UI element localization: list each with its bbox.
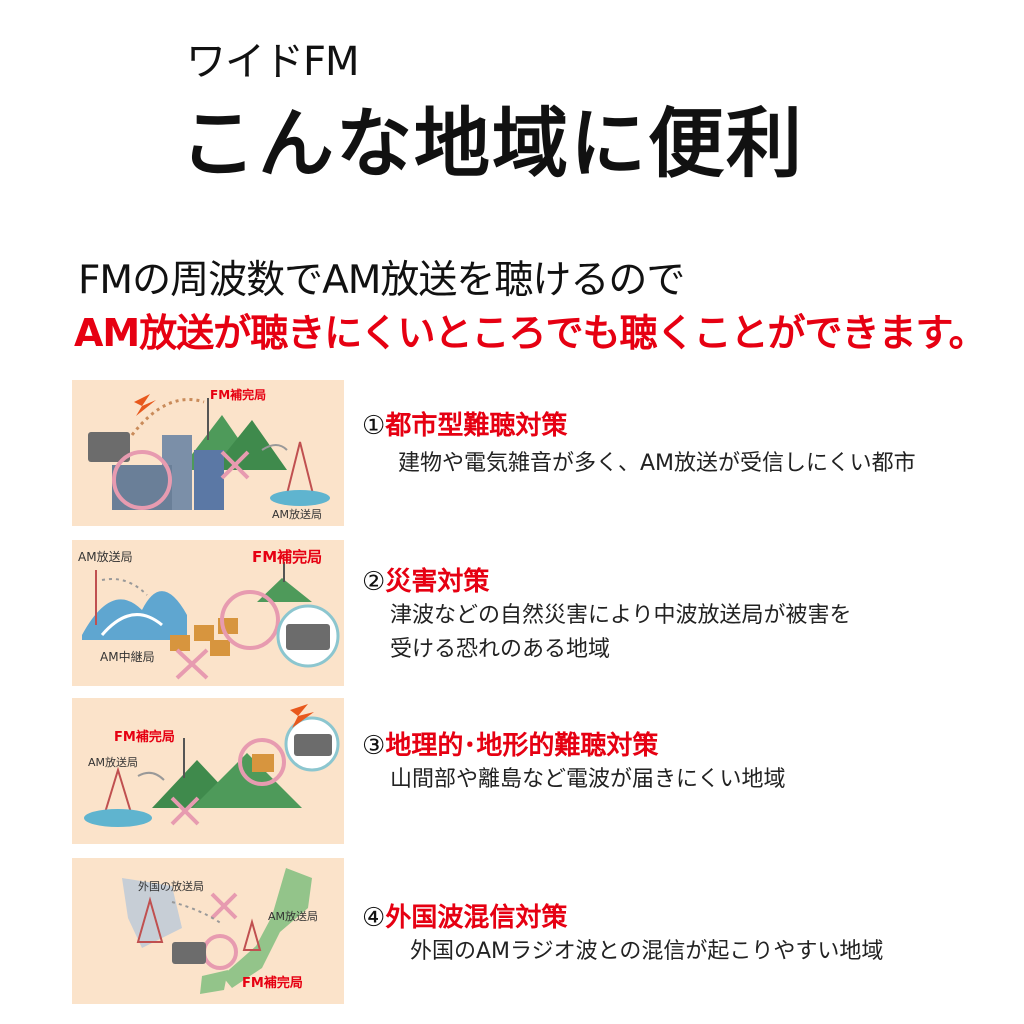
label-am: AM放送局	[268, 910, 319, 923]
urban-illustration: FM補完局 AM放送局	[72, 380, 344, 526]
geographic-illustration: FM補完局 AM放送局	[72, 698, 344, 844]
item-title: 都市型難聴対策	[385, 411, 568, 441]
item-heading: ④外国波混信対策	[362, 902, 567, 934]
item-desc-line-2: 受ける恐れのある地域	[390, 637, 611, 662]
lead-line-1: FMの周波数でAM放送を聴けるので	[78, 258, 685, 303]
item-number: ③	[362, 731, 386, 761]
label-fm: FM補完局	[210, 388, 267, 402]
item-heading: ②災害対策	[362, 566, 489, 598]
disaster-illustration: AM放送局 FM補完局 AM中継局	[72, 540, 344, 686]
lead-line-2: AM放送が聴きにくいところでも聴くことができます。	[74, 311, 987, 355]
page-subtitle: ワイドFM	[186, 39, 360, 85]
item-title: 外国波混信対策	[385, 903, 568, 933]
item-title: 災害対策	[385, 567, 490, 597]
item-desc-line-1: 津波などの自然災害により中波放送局が被害を	[390, 603, 852, 628]
label-am-relay: AM中継局	[100, 650, 155, 664]
label-am: AM放送局	[88, 756, 139, 769]
item-number: ①	[362, 411, 386, 441]
item-number: ④	[362, 903, 386, 933]
item-foreign: 外国の放送局 AM放送局 FM補完局 ④外国波混信対策 外国のAMラジオ波との混…	[72, 858, 972, 1004]
label-foreign: 外国の放送局	[138, 880, 204, 893]
item-heading: ③地理的･地形的難聴対策	[362, 730, 658, 762]
item-geographic: FM補完局 AM放送局 ③地理的･地形的難聴対策 山間部や離島など電波が届きにく…	[72, 698, 972, 844]
foreign-illustration: 外国の放送局 AM放送局 FM補完局	[72, 858, 344, 1004]
label-fm: FM補完局	[242, 976, 303, 991]
item-number: ②	[362, 567, 386, 597]
item-heading: ①都市型難聴対策	[362, 410, 567, 442]
label-fm: FM補完局	[252, 548, 323, 566]
label-am: AM放送局	[78, 550, 133, 564]
item-disaster: AM放送局 FM補完局 AM中継局 ②災害対策 津波などの自然災害により中波放送…	[72, 540, 972, 686]
label-fm: FM補完局	[114, 730, 175, 745]
item-urban: FM補完局 AM放送局 ①都市型難聴対策 建物や電気雑音が多く、AM放送が受信し…	[72, 380, 972, 526]
item-desc: 建物や電気雑音が多く、AM放送が受信しにくい都市	[398, 451, 916, 476]
item-desc: 山間部や離島など電波が届きにくい地域	[390, 767, 786, 792]
page-title: こんな地域に便利	[180, 99, 804, 188]
label-am: AM放送局	[272, 508, 323, 521]
item-desc: 外国のAMラジオ波との混信が起こりやすい地域	[410, 939, 884, 964]
item-title: 地理的･地形的難聴対策	[385, 731, 659, 761]
